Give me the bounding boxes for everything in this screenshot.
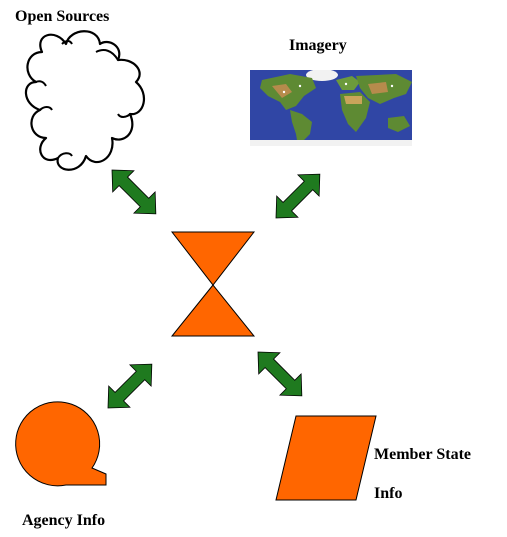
member-state-label-line1: Member State [374,446,471,463]
double-arrow-imagery [275,173,321,219]
world-map-icon [250,70,412,146]
circle-tail-icon [15,401,107,487]
double-arrow-member-state [257,351,303,397]
member-state-label-line2: Info [374,485,403,502]
double-arrow-agency-info [107,363,153,409]
cloud-icon [24,30,146,171]
parallelogram-icon [275,415,377,501]
agency-info-label: Agency Info [22,512,106,529]
imagery-label: Imagery [289,37,347,54]
open-sources-label: Open Sources [15,8,110,25]
hourglass-icon [170,231,256,337]
double-arrow-open-sources [111,169,157,215]
